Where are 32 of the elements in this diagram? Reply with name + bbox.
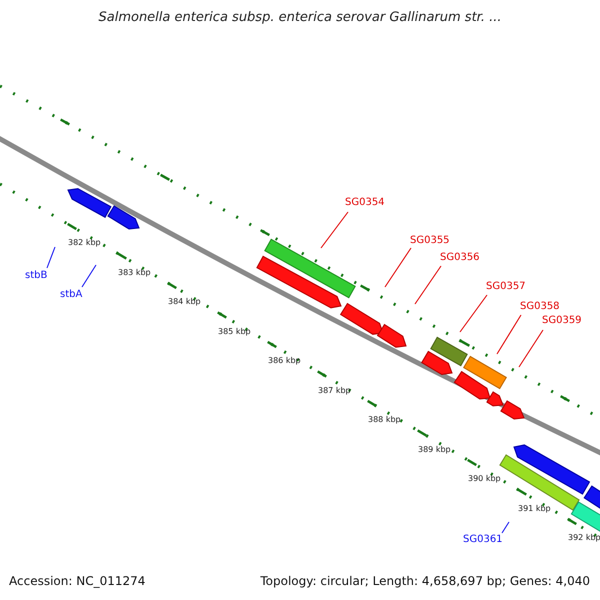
scale-label: 390 kbp	[468, 475, 501, 484]
gene-label: SG0355	[410, 236, 450, 246]
leader-line	[518, 330, 544, 368]
leader-line	[496, 314, 522, 354]
scale-label: 385 kbp	[218, 328, 251, 336]
scale-label: 391 kbp	[518, 504, 551, 513]
scale-label: 383 kbp	[118, 268, 151, 277]
gene-label: stbA	[60, 290, 82, 300]
scale-label: 382 kbp	[68, 239, 101, 248]
leader-line	[384, 248, 412, 288]
scale-label: 392 kbp	[568, 534, 600, 542]
scale-label: 386 kbp	[268, 357, 301, 366]
scale-label: 384 kbp	[168, 298, 201, 306]
footer-text: Topology: circular; Length: 4,658,697 bp; Genes: 4,040	[260, 575, 590, 587]
gene-label: SG0358	[520, 302, 560, 312]
gene-label: SG0357	[486, 282, 526, 292]
scale-label: 388 kbp	[368, 416, 401, 424]
gene-label: SG0359	[542, 316, 582, 326]
leader-line	[46, 246, 56, 268]
footer-text: Accession: NC_011274	[9, 575, 146, 587]
leader-line	[460, 294, 488, 332]
scale-label: 389 kbp	[418, 446, 451, 454]
diagram-title: Salmonella enterica subsp. enterica serovar Gallinarum str. ...	[98, 11, 502, 24]
scale-label: 387 kbp	[318, 386, 351, 395]
leader-line	[82, 264, 96, 288]
gene-label: SG0361	[463, 535, 503, 545]
gene-label: stbB	[25, 271, 48, 281]
gene-label: SG0354	[345, 198, 385, 208]
leader-line	[502, 522, 510, 534]
gene-label: SG0356	[440, 253, 480, 263]
leader-line	[414, 266, 442, 304]
leader-line	[320, 212, 348, 248]
